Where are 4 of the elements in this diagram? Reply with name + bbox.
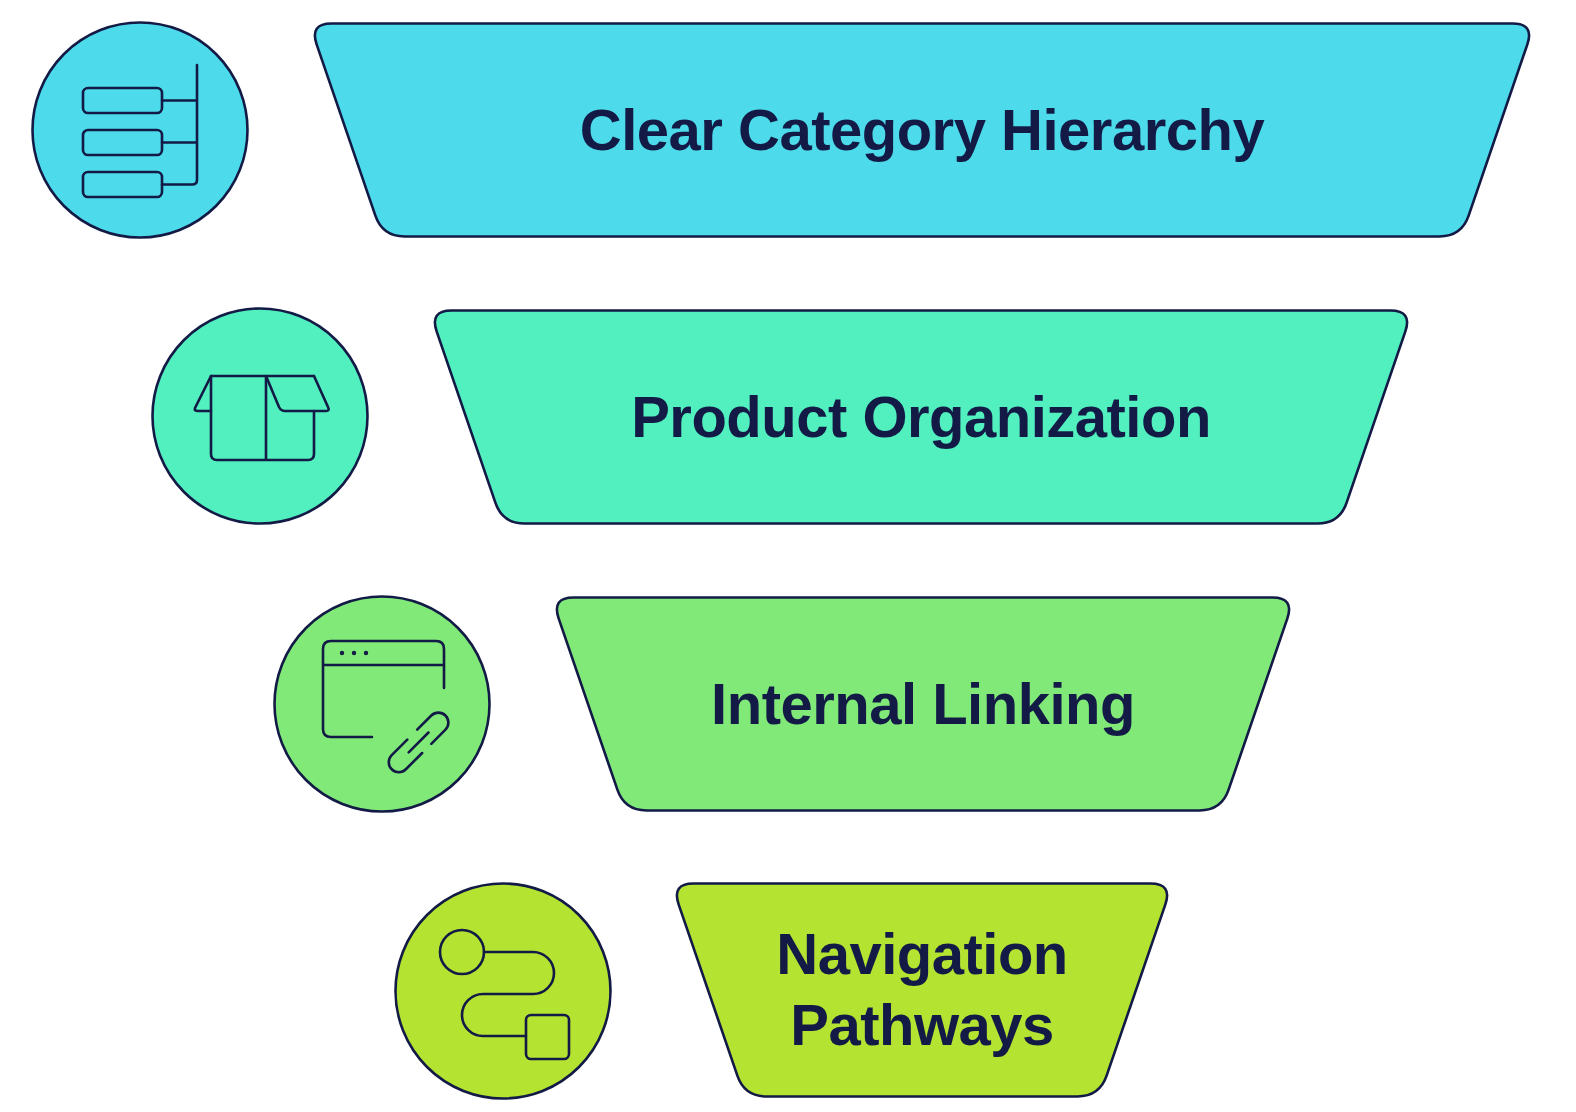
band-label: Clear Category Hierarchy [579, 95, 1265, 164]
band-label: Navigation Pathways [775, 920, 1069, 1059]
band-label: Product Organization [631, 382, 1211, 451]
band-label: Internal Linking [711, 669, 1135, 738]
